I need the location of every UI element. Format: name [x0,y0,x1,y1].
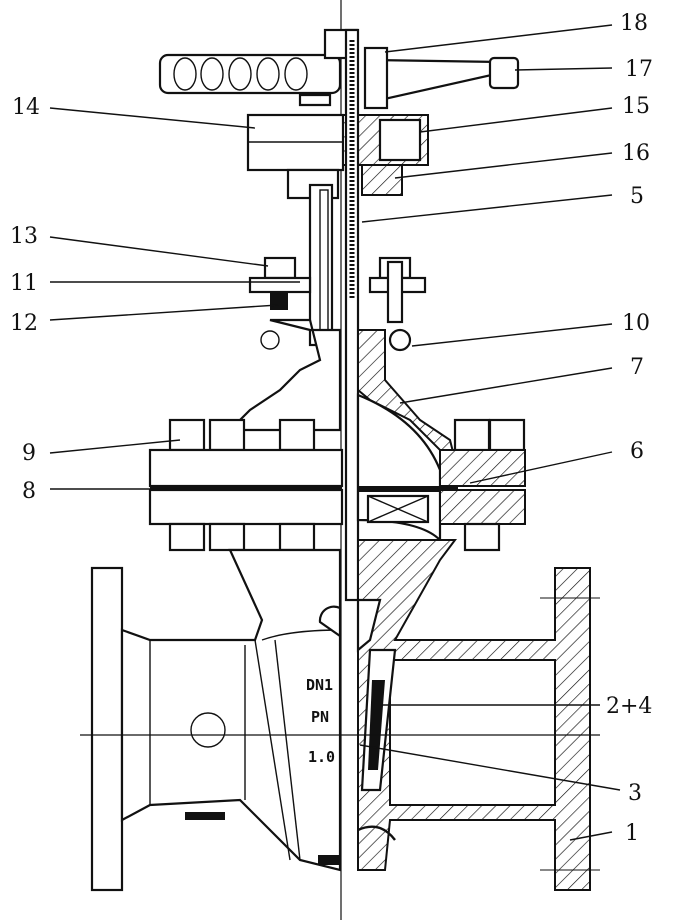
yoke-top [246,113,429,200]
label-2-4: 2+4 [606,694,652,719]
leader-lines [49,24,621,841]
label-3: 3 [628,781,642,806]
label-12: 12 [10,311,38,336]
label-1: 1 [625,821,639,846]
part-labels: 18 17 14 15 16 5 13 11 12 10 7 9 6 8 2+4… [10,11,653,846]
label-17: 17 [625,57,653,82]
label-5: 5 [630,184,644,209]
label-11: 11 [10,271,38,296]
stem [344,28,360,602]
label-10: 10 [622,311,650,336]
handwheel [158,46,520,110]
label-7: 7 [630,355,644,380]
label-15: 15 [622,94,650,119]
label-14: 14 [12,95,40,120]
body-mark-pn: PN [311,708,329,726]
yoke-columns [308,183,334,347]
middle-flange [148,448,526,526]
body-mark-dn: DN1 [306,676,333,694]
body-mark-ver: 1.0 [308,748,335,766]
flange-nuts-bottom [168,522,501,552]
label-6: 6 [630,439,644,464]
flange-nuts-top [168,418,526,452]
gland [248,256,427,324]
label-9: 9 [22,441,36,466]
valve-body [90,539,591,892]
label-13: 13 [10,224,38,249]
label-8: 8 [22,479,36,504]
label-16: 16 [622,141,650,166]
label-18: 18 [620,11,648,36]
